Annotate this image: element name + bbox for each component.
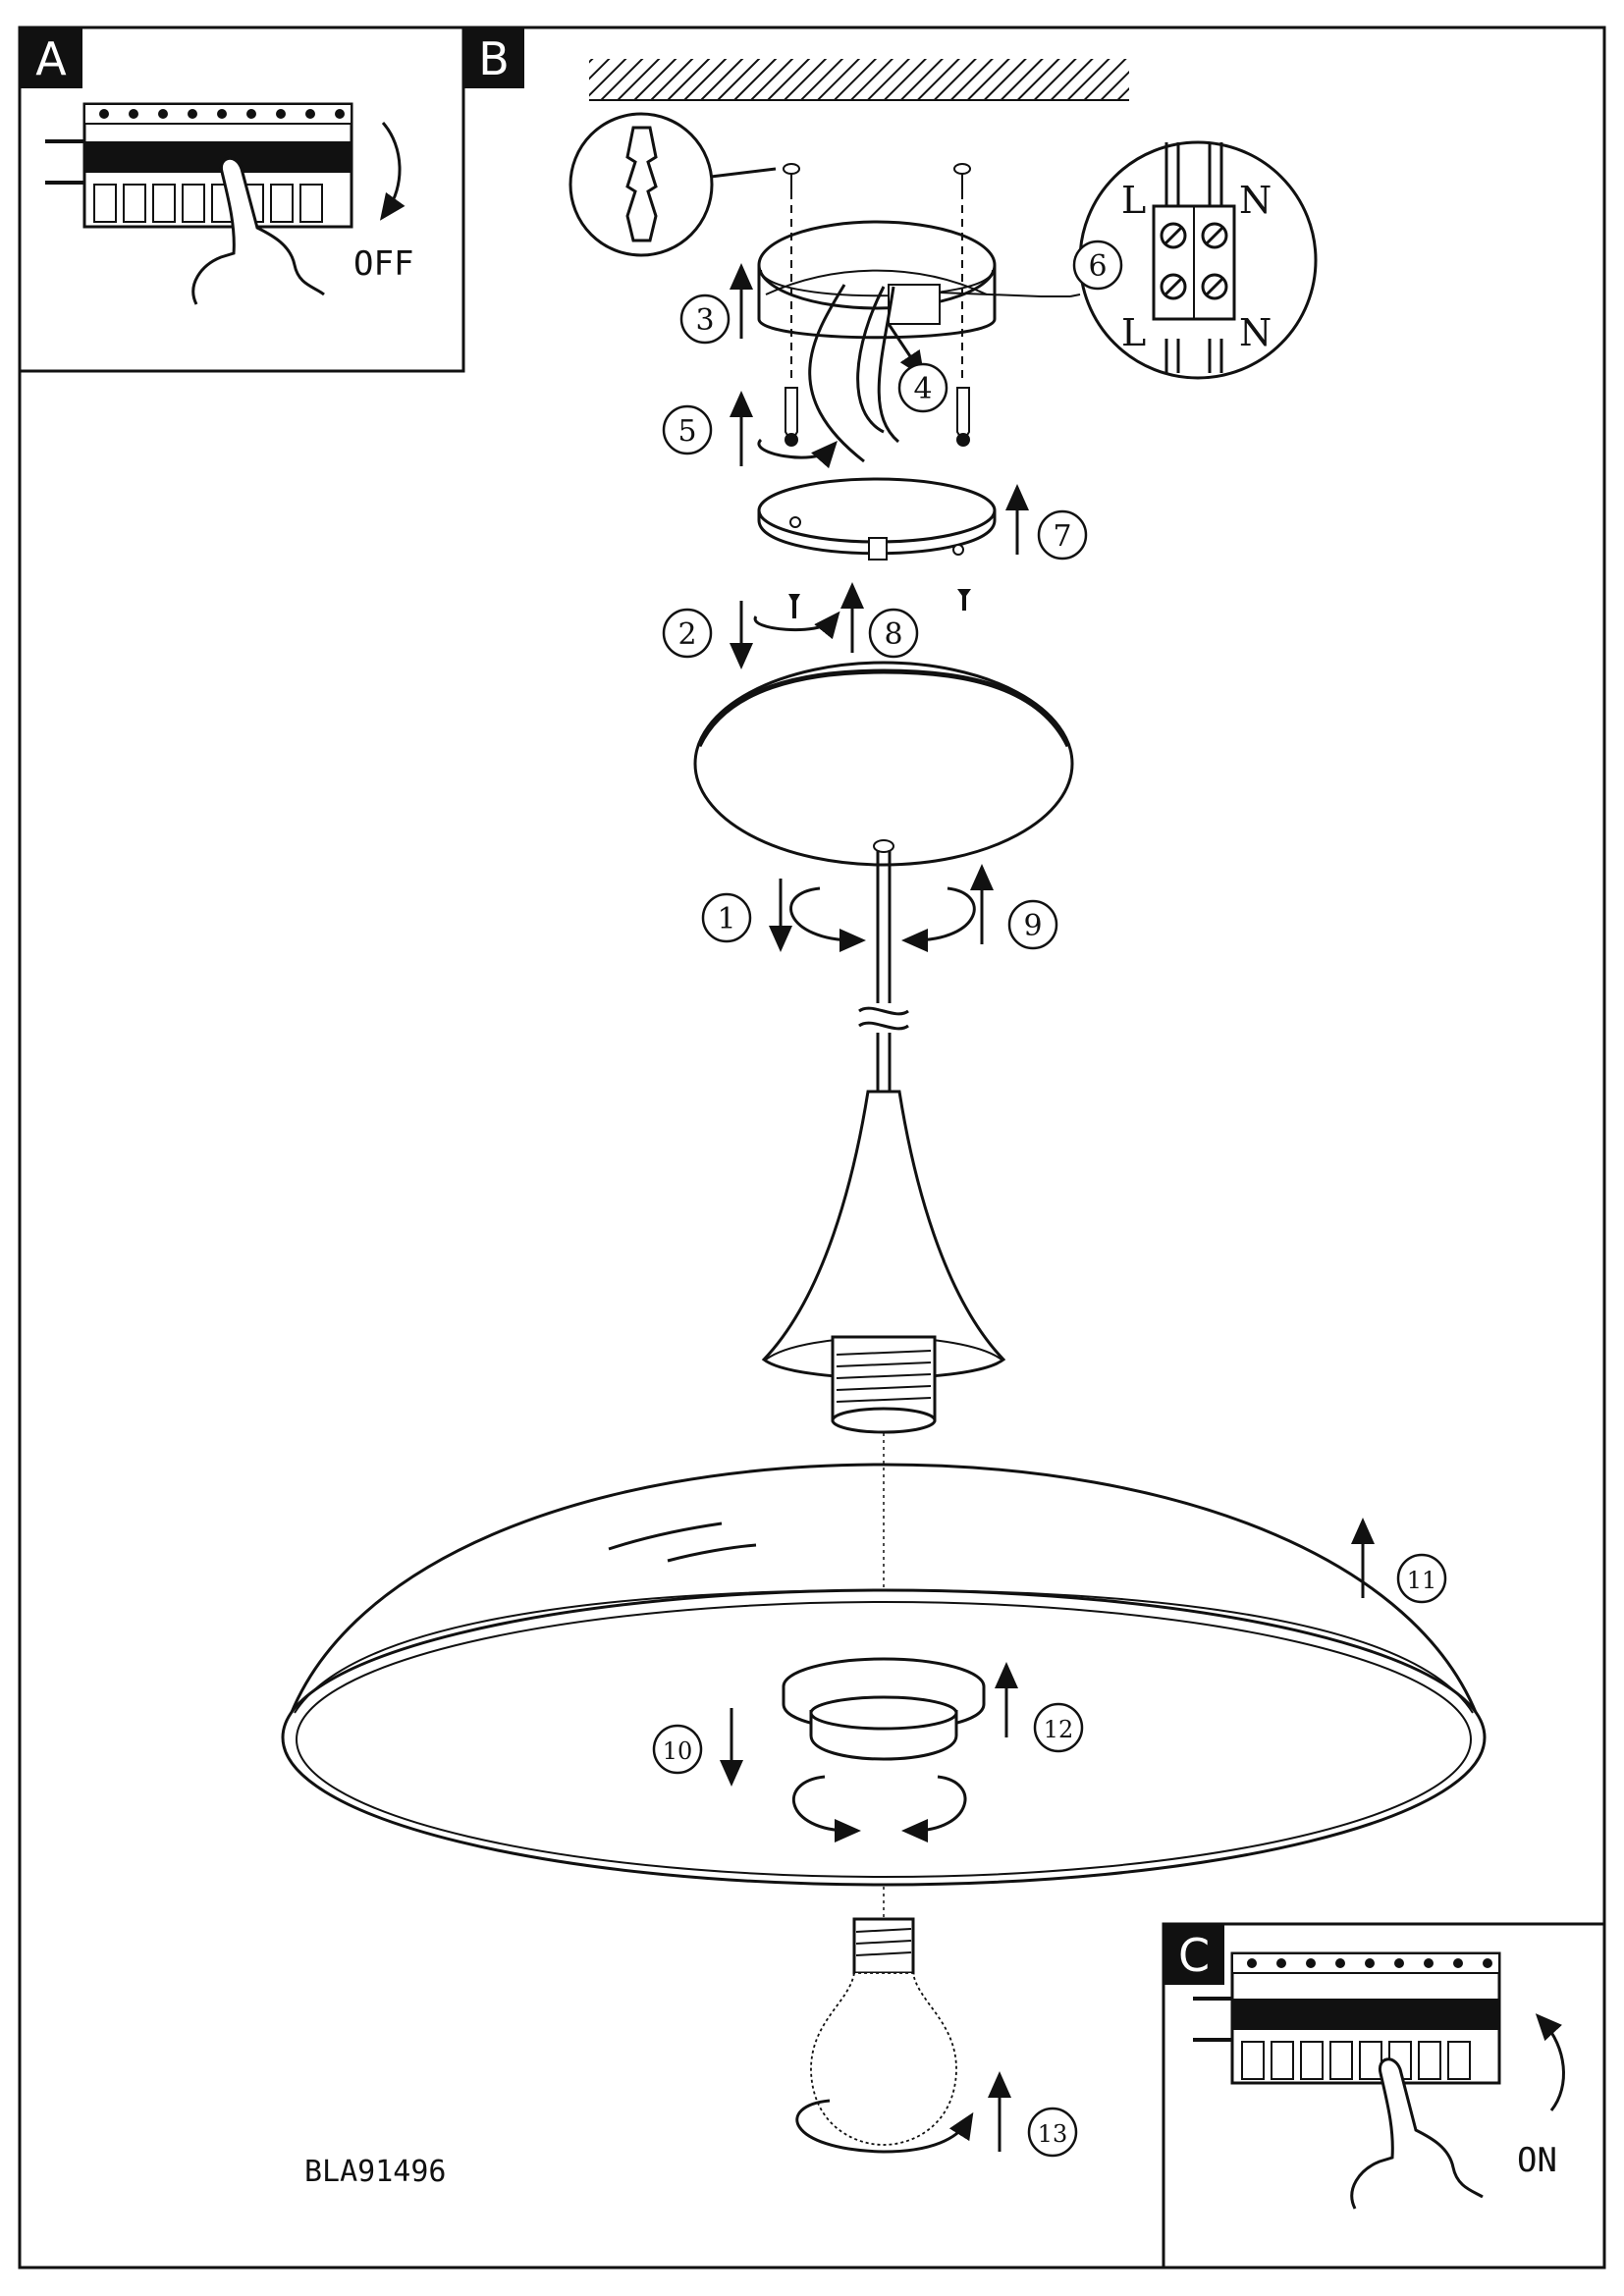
step-markers [652, 240, 1447, 2158]
small-screw-icons [788, 589, 971, 618]
light-bulb-icon [810, 1917, 957, 2146]
step-7: 7 [1053, 519, 1071, 554]
model-code: BLA91496 [304, 2155, 447, 2189]
lamp-holder [761, 1090, 1006, 1434]
terminal-n-top: N [1239, 179, 1272, 222]
on-label: ON [1517, 2141, 1557, 2180]
step-2: 2 [677, 617, 696, 652]
step-12: 12 [1044, 1716, 1074, 1743]
step-1: 1 [717, 902, 735, 936]
wall-plug-detail [568, 112, 777, 257]
shade-ring [782, 1657, 986, 1761]
hand-icon [191, 157, 325, 305]
panel-a-border [18, 26, 465, 373]
ceiling [589, 59, 1129, 100]
suspension-rod [858, 850, 909, 1092]
step-3: 3 [695, 303, 714, 338]
rotate-arrow-1-9 [789, 886, 866, 952]
section-a-label: A [35, 32, 67, 85]
step-9: 9 [1023, 909, 1042, 943]
terminal-l-top: L [1121, 179, 1146, 222]
step-arrows [720, 263, 1375, 2152]
section-b-tab [463, 27, 524, 88]
ceiling-drill-marks [783, 163, 971, 191]
step-10: 10 [663, 1737, 693, 1765]
hand-icon [1350, 2057, 1484, 2210]
mains-wires [808, 284, 899, 463]
canopy [693, 661, 1074, 867]
breaker-panel-icon [45, 102, 353, 229]
step-numbers: 1 2 3 4 5 6 7 8 9 10 11 12 13 [663, 249, 1437, 2148]
section-c-tab [1164, 1924, 1224, 1985]
section-c-label: C [1178, 1929, 1210, 1982]
rotate-arrow-10 [792, 1775, 861, 1842]
step-13: 13 [1038, 2120, 1068, 2148]
rotate-arrow-2 [753, 611, 840, 640]
section-b-label: B [478, 32, 510, 85]
panel-c-border [1162, 1922, 1606, 2269]
step-8: 8 [884, 617, 902, 652]
mounting-plate [757, 477, 997, 561]
turn-off-arrow [379, 122, 406, 221]
turn-on-arrow [1535, 2013, 1565, 2111]
outer-frame [18, 26, 1606, 2269]
dashed-guides [790, 191, 963, 383]
wire-arrow [887, 323, 925, 378]
step-5: 5 [677, 414, 696, 449]
ceiling-cup [757, 220, 1070, 340]
rotate-arrow-5 [757, 438, 838, 469]
off-label: OFF [353, 244, 413, 284]
rotate-arrow-13 [795, 2099, 974, 2154]
terminal-l-bottom: L [1121, 311, 1146, 354]
panel-c: C ON [1162, 1922, 1606, 2269]
terminal-detail: L N L N [1069, 140, 1318, 380]
terminal-n-bottom: N [1239, 311, 1272, 354]
fixing-screw-icons [785, 387, 970, 447]
step-4: 4 [913, 372, 932, 406]
cable-grip-icon [868, 537, 888, 561]
breaker-panel-icon [1193, 1951, 1501, 2085]
section-a-tab [20, 27, 82, 88]
wall-plug-icon [625, 126, 658, 242]
step-11: 11 [1407, 1567, 1437, 1594]
terminal-block-icon [888, 284, 941, 325]
panel-a: A OFF [18, 26, 465, 373]
step-6: 6 [1088, 249, 1107, 284]
